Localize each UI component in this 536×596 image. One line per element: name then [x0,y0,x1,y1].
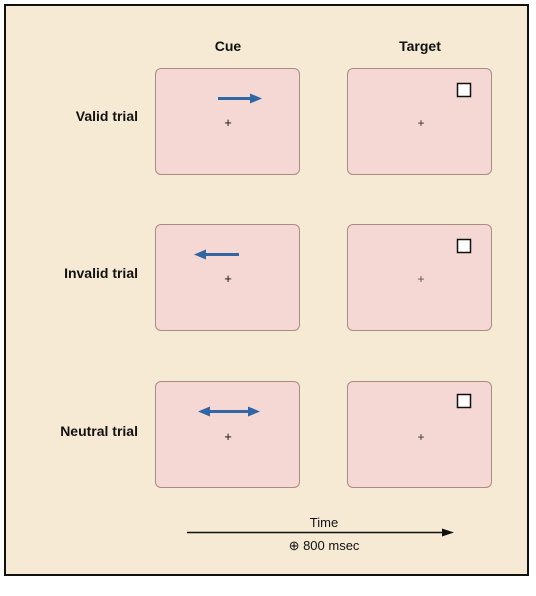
fixation-cross: + [417,116,424,130]
cue-panel-valid: + [155,68,300,175]
fixation-cross: + [417,430,424,444]
header-target: Target [399,38,441,54]
fixation-cross: + [224,429,232,444]
fixation-cross: + [417,272,424,286]
target-panel-neutral: + [347,381,492,488]
row-label-neutral: Neutral trial [60,423,138,439]
fixation-cross: + [224,115,232,130]
square-icon [456,393,472,409]
row-label-valid: Valid trial [75,108,138,124]
square-icon [456,238,472,254]
target-panel-invalid: + [347,224,492,331]
square-icon [456,82,472,98]
left-arrow-icon [194,249,239,260]
duration-label: ⊕ 800 msec [288,538,360,553]
header-cue: Cue [214,38,242,54]
target-panel-valid: + [347,68,492,175]
fixation-cross: + [224,271,232,286]
right-arrow-icon [218,93,262,104]
figure-frame: Cue Target Valid trial Invalid trial Neu… [4,4,529,576]
cue-panel-invalid: + [155,224,300,331]
cue-panel-neutral: + [155,381,300,488]
time-label: Time [309,515,339,530]
row-label-invalid: Invalid trial [64,265,138,281]
double-arrow-icon [198,406,260,417]
